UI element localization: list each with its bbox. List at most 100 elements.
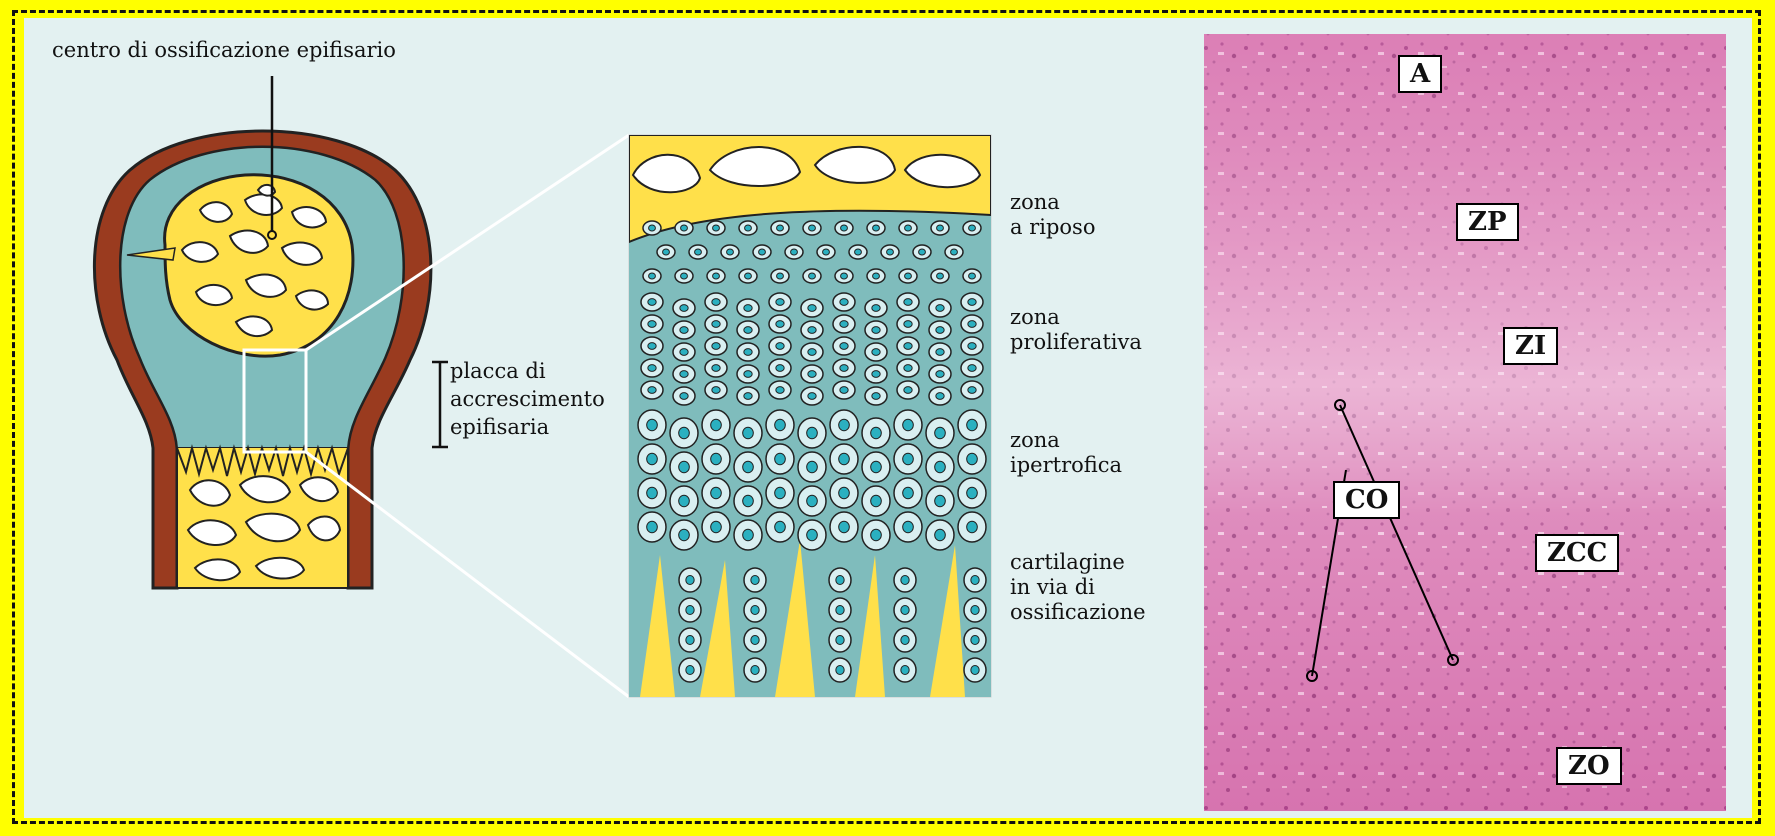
chondrocyte-nucleus <box>712 299 720 306</box>
chondrocyte-nucleus <box>873 225 880 231</box>
chondrocyte-nucleus <box>836 605 844 614</box>
chondrocyte-nucleus <box>808 349 816 356</box>
tag-zo: ZO <box>1556 747 1622 785</box>
chondrocyte-nucleus <box>751 605 759 614</box>
chondrocyte-nucleus <box>647 521 658 532</box>
chondrocyte-nucleus <box>937 273 944 279</box>
chondrocyte-nucleus <box>936 305 944 312</box>
chondrocyte-nucleus <box>901 635 909 644</box>
chondrocyte-nucleus <box>840 365 848 372</box>
chondrocyte-nucleus <box>776 387 784 394</box>
chondrocyte-nucleus <box>711 419 722 430</box>
chondrocyte-nucleus <box>775 487 786 498</box>
chondrocyte-nucleus <box>951 249 958 255</box>
chondrocyte-nucleus <box>841 225 848 231</box>
tag-zp: ZP <box>1456 203 1519 241</box>
chondrocyte-nucleus <box>840 387 848 394</box>
growth-plate-bracket <box>432 362 448 447</box>
chondrocyte-nucleus <box>775 453 786 464</box>
chondrocyte-nucleus <box>807 461 818 472</box>
chondrocyte-nucleus <box>904 299 912 306</box>
chondrocyte-nucleus <box>836 635 844 644</box>
chondrocyte-nucleus <box>935 461 946 472</box>
chondrocyte-nucleus <box>840 299 848 306</box>
chondrocyte-nucleus <box>743 495 754 506</box>
ossification-center-label: centro di ossificazione epifisario <box>52 38 396 63</box>
chondrocyte-nucleus <box>711 521 722 532</box>
chondrocyte-nucleus <box>777 225 784 231</box>
chondrocyte-nucleus <box>809 273 816 279</box>
chondrocyte-nucleus <box>713 225 720 231</box>
chondrocyte-nucleus <box>695 249 702 255</box>
zone-resting-line-2: a riposo <box>1010 215 1200 240</box>
chondrocyte-nucleus <box>712 387 720 394</box>
zone-hypertrophic-label: zona ipertrofica <box>1010 428 1200 478</box>
chondrocyte-nucleus <box>901 575 909 584</box>
chondrocyte-nucleus <box>679 495 690 506</box>
chondrocyte-nucleus <box>776 321 784 328</box>
chondrocyte-nucleus <box>836 575 844 584</box>
chondrocyte-nucleus <box>759 249 766 255</box>
chondrocyte-nucleus <box>901 665 909 674</box>
chondrocyte-nucleus <box>839 419 850 430</box>
chondrocyte-nucleus <box>919 249 926 255</box>
chondrocyte-nucleus <box>904 387 912 394</box>
chondrocyte-nucleus <box>905 273 912 279</box>
chondrocyte-nucleus <box>791 249 798 255</box>
chondrocyte-nucleus <box>686 605 694 614</box>
chondrocyte-nucleus <box>971 605 979 614</box>
chondrocyte-nucleus <box>711 453 722 464</box>
histology-micrograph <box>1204 34 1726 811</box>
zone-ossifying-line-3: ossificazione <box>1010 600 1200 625</box>
chondrocyte-nucleus <box>751 665 759 674</box>
chondrocyte-nucleus <box>649 273 656 279</box>
chondrocyte-nucleus <box>872 349 880 356</box>
chondrocyte-nucleus <box>647 419 658 430</box>
chondrocyte-nucleus <box>680 371 688 378</box>
chondrocyte-nucleus <box>967 521 978 532</box>
growth-plate-label: placca di accrescimento epifisaria <box>450 357 605 441</box>
zone-resting-label: zona a riposo <box>1010 190 1200 240</box>
chondrocyte-nucleus <box>905 225 912 231</box>
chondrocyte-nucleus <box>712 321 720 328</box>
tag-zcc: ZCC <box>1535 534 1619 572</box>
chondrocyte-nucleus <box>839 453 850 464</box>
growth-plate-zoom <box>629 135 991 697</box>
chondrocyte-nucleus <box>807 495 818 506</box>
chondrocyte-nucleus <box>680 305 688 312</box>
chondrocyte-nucleus <box>743 461 754 472</box>
zone-proliferative-label: zona proliferativa <box>1010 305 1200 355</box>
ossification-center-dot <box>268 231 276 239</box>
chondrocyte-nucleus <box>936 393 944 400</box>
chondrocyte-nucleus <box>935 495 946 506</box>
chondrocyte-nucleus <box>679 427 690 438</box>
chondrocyte-nucleus <box>871 529 882 540</box>
chondrocyte-nucleus <box>823 249 830 255</box>
chondrocyte-nucleus <box>871 427 882 438</box>
chondrocyte-nucleus <box>776 299 784 306</box>
chondrocyte-nucleus <box>971 665 979 674</box>
tag-a: A <box>1398 55 1442 93</box>
chondrocyte-nucleus <box>808 371 816 378</box>
chondrocyte-nucleus <box>808 393 816 400</box>
chondrocyte-nucleus <box>681 273 688 279</box>
chondrocyte-nucleus <box>775 419 786 430</box>
chondrocyte-nucleus <box>871 461 882 472</box>
chondrocyte-nucleus <box>872 371 880 378</box>
chondrocyte-nucleus <box>775 521 786 532</box>
chondrocyte-nucleus <box>903 487 914 498</box>
chondrocyte-nucleus <box>712 343 720 350</box>
chondrocyte-nucleus <box>712 365 720 372</box>
chondrocyte-nucleus <box>686 635 694 644</box>
chondrocyte-nucleus <box>807 427 818 438</box>
growth-plate-line-2: accrescimento <box>450 385 605 413</box>
chondrocyte-nucleus <box>649 225 656 231</box>
chondrocyte-nucleus <box>807 529 818 540</box>
chondrocyte-nucleus <box>971 575 979 584</box>
chondrocyte-nucleus <box>904 321 912 328</box>
chondrocyte-nucleus <box>679 529 690 540</box>
chondrocyte-nucleus <box>840 321 848 328</box>
chondrocyte-nucleus <box>968 321 976 328</box>
